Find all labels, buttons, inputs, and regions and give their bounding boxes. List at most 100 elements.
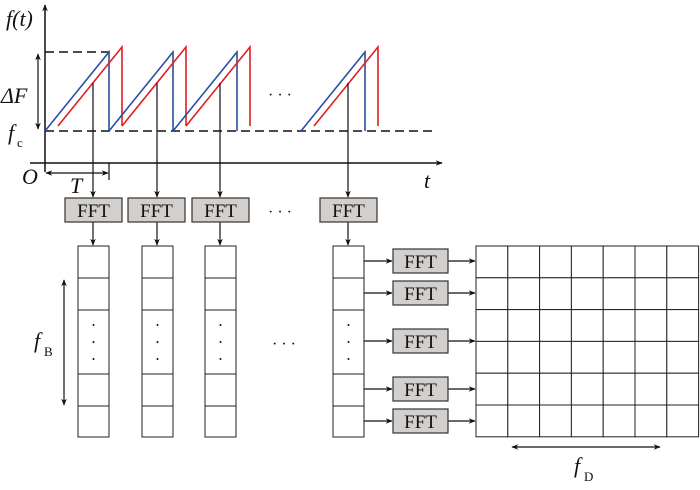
range-doppler-cell [539,245,572,279]
range-doppler-cell [570,309,604,342]
range-doppler-cell [570,340,604,374]
fft-label: FFT [332,201,365,222]
bandwidth-label: ΔF [0,83,28,108]
receive-chirp [185,44,251,127]
fft-box [64,197,123,223]
fft-block: FFT [64,197,123,223]
range-doppler-cell [539,372,572,406]
range-bin-cell [332,277,365,311]
receive-chirp [121,44,187,127]
fft-label: FFT [77,201,110,222]
fft-label: FFT [404,380,437,401]
ellipsis-chirps: · · · [268,87,292,104]
range-doppler-cell [475,309,509,342]
range-doppler-cell [666,340,700,374]
range-doppler-cell [507,277,541,311]
range-bin-cell [141,245,174,279]
range-bin-cell [332,373,365,407]
fft-box [191,197,250,223]
range-doppler-cell [634,245,668,279]
fft-box [392,376,449,402]
range-bin-cell [204,277,237,311]
range-doppler-cell [666,372,700,406]
range-doppler-cell [634,340,668,374]
doppler-fft-block: FFT [392,280,449,306]
fft-box [392,280,449,306]
fft-label: FFT [404,252,437,273]
range-doppler-cell [634,404,668,438]
ellipsis-dot [92,358,95,360]
ellipsis-dot [156,324,159,326]
range-doppler-cell [666,277,700,311]
range-doppler-cell [666,309,700,342]
range-doppler-cell [539,404,572,438]
range-doppler-cell [475,340,509,374]
range-bin-cell [204,245,237,279]
range-doppler-cell [507,340,541,374]
range-doppler-cell [475,277,509,311]
ellipsis-columns: · · · [272,336,296,353]
range-doppler-cell [602,340,636,374]
range-doppler-cell [570,245,604,279]
ellipsis-dot [219,324,222,326]
doppler-label: f [574,453,583,478]
range-doppler-cell [507,309,541,342]
transmit-chirp [300,49,366,132]
range-bin-cell [141,373,174,407]
transmit-chirp [172,49,238,132]
carrier-subscript: c [17,135,23,150]
range-doppler-cell [475,372,509,406]
range-doppler-cell [475,245,509,279]
fft-label: FFT [204,201,237,222]
range-doppler-cell [570,277,604,311]
range-doppler-cell [634,372,668,406]
ellipsis-dot [219,341,222,343]
range-doppler-cell [570,404,604,438]
range-doppler-cell [602,309,636,342]
fft-label: FFT [404,332,437,353]
doppler-fft-block: FFT [392,248,449,274]
range-bin-cell [141,405,174,438]
doppler-fft-block: FFT [392,408,449,434]
x-axis-label: t [424,168,431,193]
fft-block: FFT [191,197,250,223]
fft-box [127,197,186,223]
range-doppler-cell [539,277,572,311]
fft-label: FFT [404,284,437,305]
period-label: T [70,173,84,198]
doppler-subscript: D [584,469,593,484]
range-bin-cell [77,245,110,279]
range-bin-cell [332,245,365,279]
doppler-fft-block: FFT [392,328,449,354]
ellipsis-dot [156,341,159,343]
ellipsis-dot [347,358,350,360]
range-bin-cell [204,373,237,407]
fft-box [392,408,449,434]
range-bin-cell [141,277,174,311]
range-doppler-cell [666,404,700,438]
ellipsis-dot [347,341,350,343]
ellipsis-dot [92,324,95,326]
y-axis-label: f(t) [6,6,33,31]
range-bin-cell [204,405,237,438]
range-doppler-cell [602,277,636,311]
transmit-chirp [44,49,110,132]
range-doppler-cell [539,309,572,342]
range-doppler-cell [634,309,668,342]
range-doppler-cell [602,372,636,406]
carrier-label: f [8,120,17,145]
fft-block: FFT [127,197,186,223]
range-doppler-cell [507,245,541,279]
range-doppler-cell [539,340,572,374]
range-bin-cell [77,277,110,311]
range-doppler-cell [666,245,700,279]
range-doppler-cell [634,277,668,311]
ellipsis-dot [156,358,159,360]
fft-block: FFT [319,197,378,223]
fft-label: FFT [404,412,437,433]
range-doppler-cell [507,372,541,406]
range-bin-cell [77,405,110,438]
range-bin-cell [77,373,110,407]
